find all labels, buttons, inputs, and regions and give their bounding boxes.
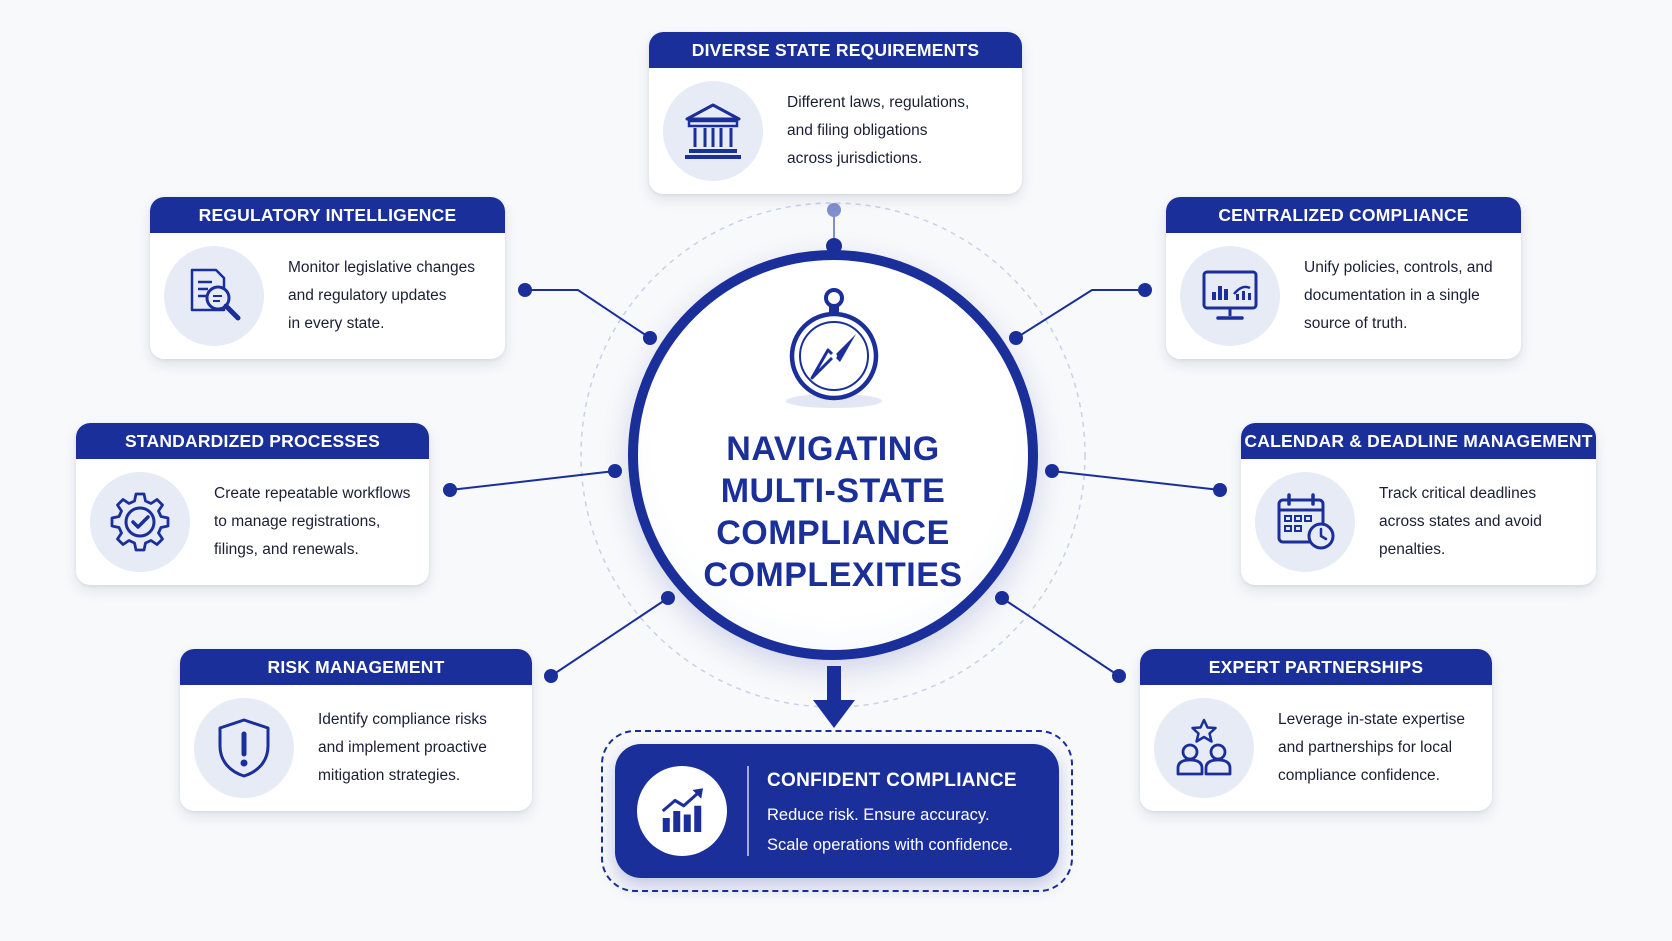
gear-check-icon (90, 472, 190, 572)
card-description: Track critical deadlines across states a… (1379, 485, 1542, 558)
people-star-icon (1154, 698, 1254, 798)
card-title: EXPERT PARTNERSHIPS (1140, 649, 1492, 685)
central-hub: NAVIGATING MULTI-STATE COMPLIANCE COMPLE… (628, 250, 1038, 660)
compass-shadow (786, 394, 882, 408)
government-building-icon (663, 81, 763, 181)
connector-dot-upper-right-card (1138, 283, 1152, 297)
card-title: DIVERSE STATE REQUIREMENTS (649, 32, 1022, 68)
hub-title-line-4: COMPLEXITIES (703, 556, 963, 594)
card-expert-partnerships: EXPERT PARTNERSHIPS Leverage in-state ex… (1140, 649, 1492, 811)
growth-chart-icon (637, 766, 727, 856)
outcome-title: CONFIDENT COMPLIANCE (767, 770, 1017, 791)
outcome-panel: CONFIDENT COMPLIANCE Reduce risk. Ensure… (615, 744, 1059, 878)
connector-lower-left (550, 597, 669, 677)
card-title: CENTRALIZED COMPLIANCE (1166, 197, 1521, 233)
hub-title-line-3: COMPLIANCE (716, 514, 950, 552)
hub-title-line-2: MULTI-STATE (720, 472, 946, 510)
connector-dot-middle-right-hub (1045, 464, 1059, 478)
card-body: Identify compliance risks and implement … (180, 685, 532, 811)
card-body: Different laws, regulations, and filing … (649, 68, 1022, 194)
card-regulatory-intelligence: REGULATORY INTELLIGENCE Monitor legislat… (150, 197, 505, 359)
card-body: Track critical deadlines across states a… (1241, 459, 1596, 585)
shield-alert-icon (194, 698, 294, 798)
card-standardized-processes: STANDARDIZED PROCESSES Create repeatable… (76, 423, 429, 585)
hub-title-line-1: NAVIGATING (726, 430, 940, 468)
connector-dot-lower-left-hub (661, 591, 675, 605)
connector-lower-right (1001, 597, 1120, 677)
connector-middle-right (1051, 470, 1221, 491)
card-title: REGULATORY INTELLIGENCE (150, 197, 505, 233)
connector-dot-upper-left-hub (643, 331, 657, 345)
card-body: Create repeatable workflows to manage re… (76, 459, 429, 585)
compass-icon (789, 288, 879, 401)
connector-dot-lower-right-card (1112, 669, 1126, 683)
hub-title: NAVIGATING MULTI-STATE COMPLIANCE COMPLE… (638, 428, 1028, 596)
card-title: STANDARDIZED PROCESSES (76, 423, 429, 459)
card-description: Monitor legislative changes and regulato… (288, 259, 475, 332)
connector-dot-lower-right-hub (995, 591, 1009, 605)
card-title: CALENDAR & DEADLINE MANAGEMENT (1241, 423, 1596, 459)
card-title: RISK MANAGEMENT (180, 649, 532, 685)
connector-dot-middle-left-card (443, 483, 457, 497)
connector-dot-upper-left-card (518, 283, 532, 297)
card-description: Leverage in-state expertise and partners… (1278, 711, 1465, 784)
card-description: Unify policies, controls, and documentat… (1304, 259, 1493, 332)
connector-upper-right (1015, 289, 1145, 339)
down-arrow-head (813, 700, 855, 728)
connector-dot-lower-left-card (544, 669, 558, 683)
outcome-divider (747, 766, 749, 856)
card-diverse-state-requirements: DIVERSE STATE REQUIREMENTS Different law… (649, 32, 1022, 194)
card-centralized-compliance: CENTRALIZED COMPLIANCE Unify policies, c… (1166, 197, 1521, 359)
card-body: Leverage in-state expertise and partners… (1140, 685, 1492, 811)
document-search-icon (164, 246, 264, 346)
card-description: Identify compliance risks and implement … (318, 711, 487, 784)
card-body: Unify policies, controls, and documentat… (1166, 233, 1521, 359)
monitor-dashboard-icon (1180, 246, 1280, 346)
connector-upper-left (525, 289, 651, 339)
outcome-frame: CONFIDENT COMPLIANCE Reduce risk. Ensure… (601, 730, 1073, 892)
connector-dot-upper-right-hub (1009, 331, 1023, 345)
card-calendar-deadline-management: CALENDAR & DEADLINE MANAGEMENT Track (1241, 423, 1596, 585)
card-description: Create repeatable workflows to manage re… (214, 485, 411, 558)
card-body: Monitor legislative changes and regulato… (150, 233, 505, 359)
card-risk-management: RISK MANAGEMENT Identify compliance risk… (180, 649, 532, 811)
card-description: Different laws, regulations, and filing … (787, 94, 970, 167)
connector-middle-left (449, 470, 616, 491)
down-arrow-shaft (827, 666, 841, 702)
connector-dot-middle-left-hub (608, 464, 622, 478)
connector-dot-middle-right-card (1213, 483, 1227, 497)
connector-dot-top-outer (827, 203, 841, 217)
calendar-clock-icon (1255, 472, 1355, 572)
outcome-description: Reduce risk. Ensure accuracy. Scale oper… (767, 806, 1013, 854)
outer-ring (580, 202, 1086, 708)
